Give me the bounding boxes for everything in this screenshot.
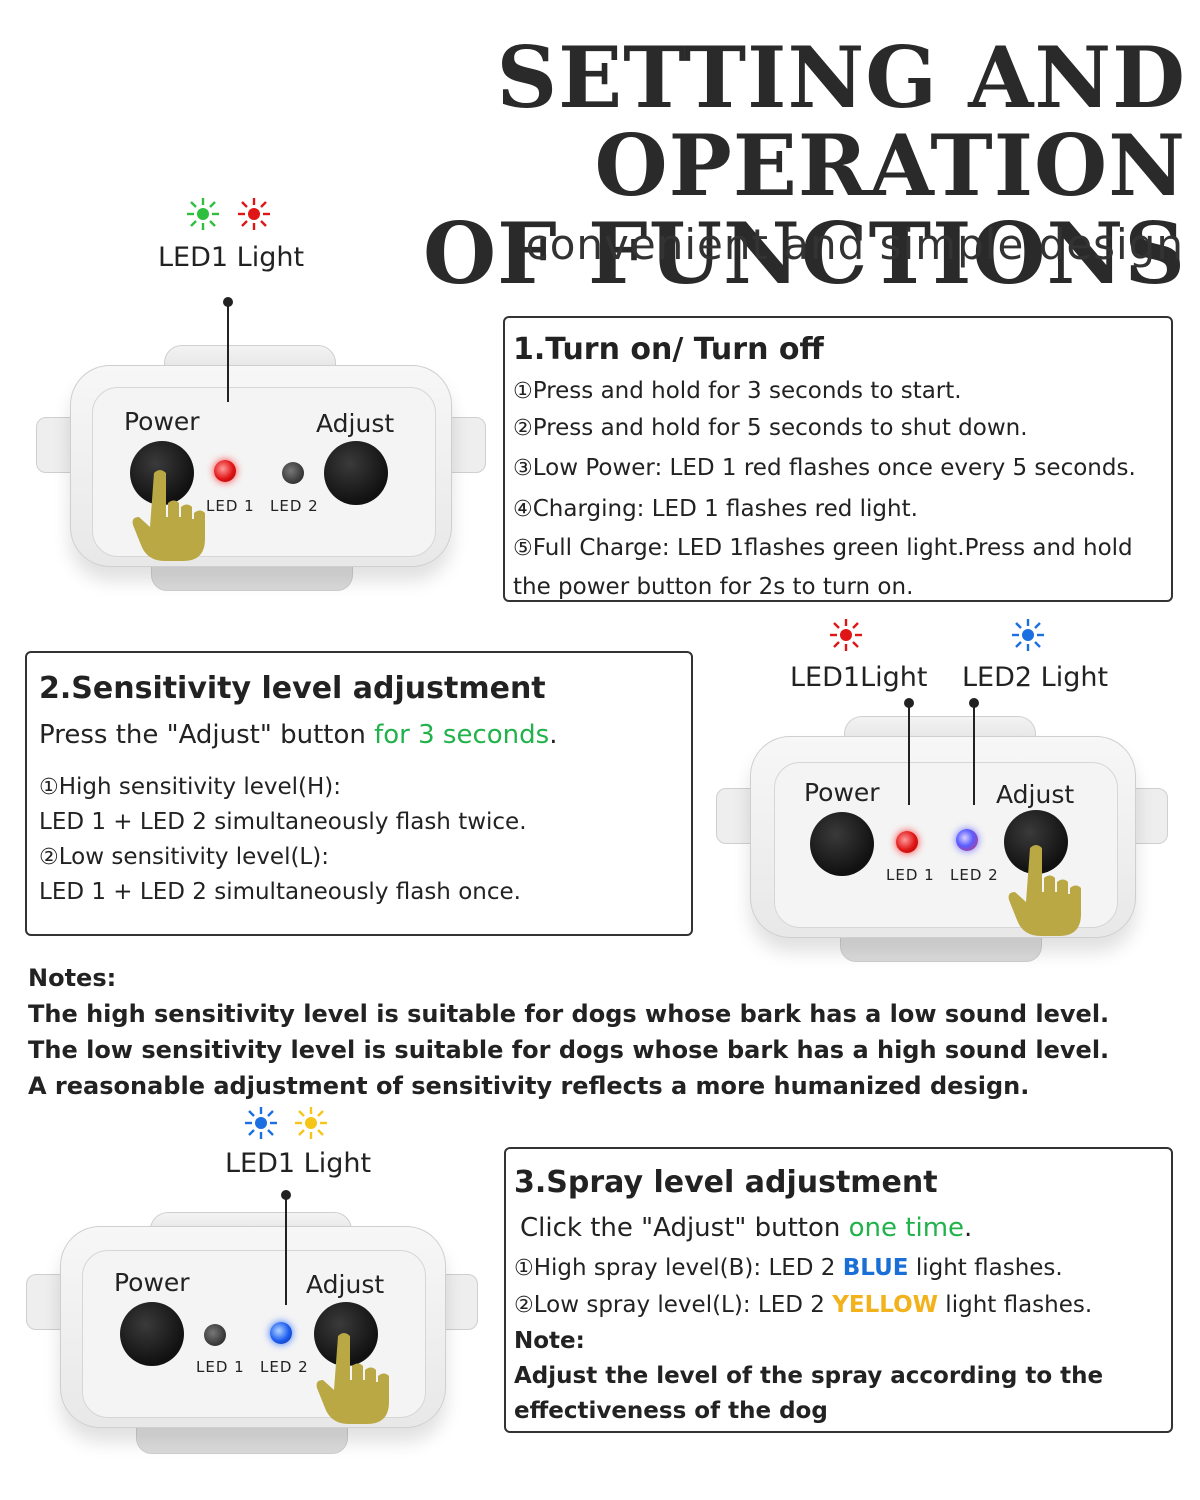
led2-label: LED 2 xyxy=(270,497,319,515)
pointer-line-s1 xyxy=(227,302,229,402)
led2-indicator xyxy=(282,462,304,484)
section2-item: LED 1 + LED 2 simultaneously flash once. xyxy=(39,879,521,905)
section1-item: ④Charging: LED 1 flashes red light. xyxy=(513,496,918,522)
notes-block: Notes: The high sensitivity level is sui… xyxy=(28,960,1109,1104)
hand-pointer-icon xyxy=(1008,845,1081,936)
led1-light-caption: LED1 Light xyxy=(225,1148,372,1179)
section1-box: 1.Turn on/ Turn off ①Press and hold for … xyxy=(503,316,1173,602)
section3-note-heading: Note: xyxy=(514,1328,585,1354)
red-sparkle-icon xyxy=(238,198,270,230)
adjust-label: Adjust xyxy=(306,1270,385,1299)
led2-indicator xyxy=(956,829,978,851)
led1-label: LED 1 xyxy=(196,1358,245,1376)
green-sparkle-icon xyxy=(187,198,219,230)
pointer-line-s3 xyxy=(285,1195,287,1305)
notes-heading: Notes: xyxy=(28,964,117,992)
pointer-line-s2-led2 xyxy=(973,703,975,805)
section3-item-high: ①High spray level(B): LED 2 BLUE light f… xyxy=(514,1255,1063,1281)
title-line-2: OF FUNCTIONS xyxy=(423,204,1186,303)
yellow-sparkle-icon xyxy=(295,1107,327,1139)
hand-pointer-icon xyxy=(132,470,205,561)
power-button[interactable] xyxy=(120,1302,184,1366)
adjust-label: Adjust xyxy=(996,780,1075,809)
power-label: Power xyxy=(124,407,200,436)
section1-item: ②Press and hold for 5 seconds to shut do… xyxy=(513,415,1028,441)
blue-sparkle-icon xyxy=(1012,619,1044,651)
section3-box: 3.Spray level adjustment Click the "Adju… xyxy=(504,1147,1173,1433)
adjust-button[interactable] xyxy=(324,441,388,505)
section1-item: ①Press and hold for 3 seconds to start. xyxy=(513,378,962,404)
pointer-line-s2-led1 xyxy=(908,703,910,805)
page-subtitle: convenient and simple design xyxy=(525,220,1184,269)
section3-title: 3.Spray level adjustment xyxy=(514,1165,938,1200)
power-button[interactable] xyxy=(810,812,874,876)
section3-item-low: ②Low spray level(L): LED 2 YELLOW light … xyxy=(514,1292,1093,1318)
section2-title: 2.Sensitivity level adjustment xyxy=(39,671,546,706)
led1-indicator xyxy=(204,1324,226,1346)
led1-light-caption: LED1Light xyxy=(790,662,928,693)
led2-indicator xyxy=(270,1322,292,1344)
section2-instruction: Press the "Adjust" button for 3 seconds. xyxy=(39,720,558,750)
section3-instruction: Click the "Adjust" button one time. xyxy=(520,1213,973,1243)
red-sparkle-icon xyxy=(830,619,862,651)
power-label: Power xyxy=(804,778,880,807)
device-section3: Power Adjust LED 1 LED 2 xyxy=(26,1212,478,1474)
led1-light-caption: LED1 Light xyxy=(158,242,305,273)
led2-label: LED 2 xyxy=(260,1358,309,1376)
section2-item: LED 1 + LED 2 simultaneously flash twice… xyxy=(39,809,527,835)
section1-item: ⑤Full Charge: LED 1flashes green light.P… xyxy=(513,535,1133,561)
led2-label: LED 2 xyxy=(950,866,999,884)
led1-indicator xyxy=(896,831,918,853)
power-label: Power xyxy=(114,1268,190,1297)
notes-line: The low sensitivity level is suitable fo… xyxy=(28,1036,1110,1064)
section2-item: ②Low sensitivity level(L): xyxy=(39,844,329,870)
blue-sparkle-icon xyxy=(245,1107,277,1139)
section1-item: ③Low Power: LED 1 red flashes once every… xyxy=(513,455,1136,481)
led1-label: LED 1 xyxy=(886,866,935,884)
led1-indicator xyxy=(214,460,236,482)
section3-note-line: effectiveness of the dog xyxy=(514,1398,828,1424)
section1-title: 1.Turn on/ Turn off xyxy=(513,332,824,367)
section1-item-continuation: the power button for 2s to turn on. xyxy=(513,574,914,600)
led1-label: LED 1 xyxy=(206,497,255,515)
section2-item: ①High sensitivity level(H): xyxy=(39,774,342,800)
adjust-label: Adjust xyxy=(316,409,395,438)
led2-light-caption: LED2 Light xyxy=(962,662,1109,693)
section3-note-line: Adjust the level of the spray according … xyxy=(514,1363,1104,1389)
device-section2: Power Adjust LED 1 LED 2 xyxy=(716,716,1168,978)
title-line-1: SETTING AND OPERATION xyxy=(496,28,1186,215)
device-section1: Power Adjust LED 1 LED 2 xyxy=(36,345,486,605)
notes-line: The high sensitivity level is suitable f… xyxy=(28,1000,1110,1028)
hand-pointer-icon xyxy=(316,1333,389,1424)
page-title: SETTING AND OPERATION OF FUNCTIONS xyxy=(0,34,1186,298)
notes-line: A reasonable adjustment of sensitivity r… xyxy=(28,1072,1030,1100)
section2-box: 2.Sensitivity level adjustment Press the… xyxy=(25,651,693,936)
